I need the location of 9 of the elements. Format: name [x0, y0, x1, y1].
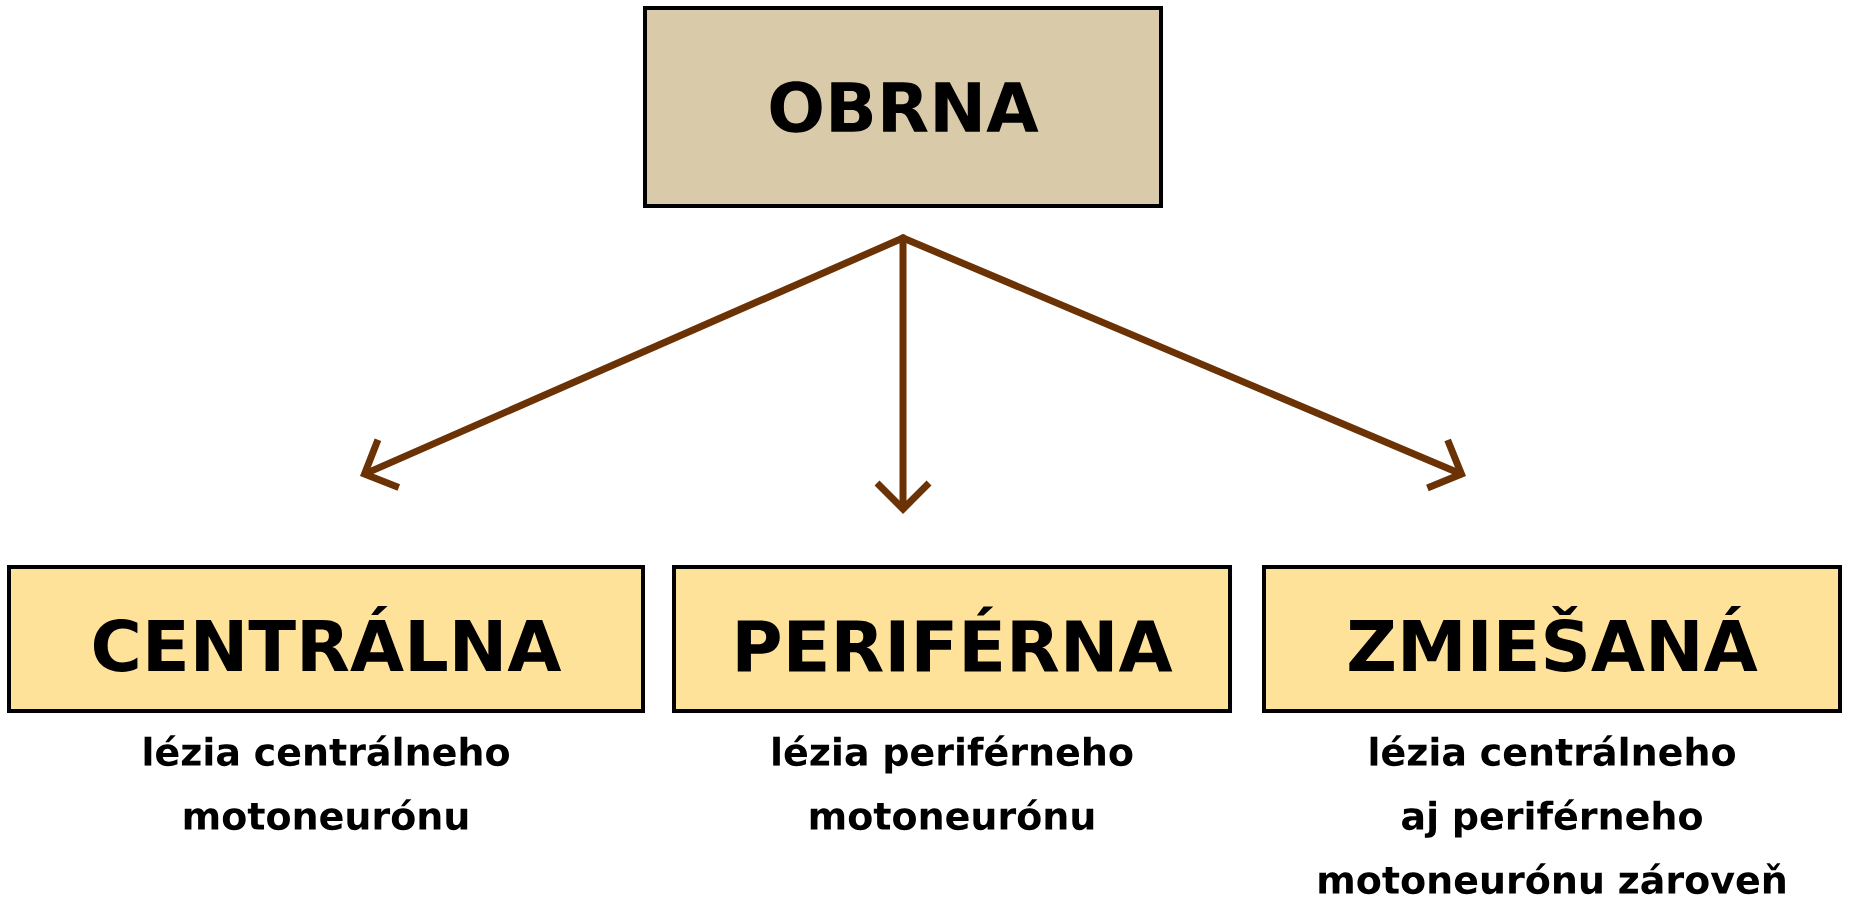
arrow: [899, 234, 1466, 492]
arrow: [874, 234, 932, 514]
category-box: ZMIEŠANÁ: [1262, 565, 1842, 713]
caption-text: lézia centrálneho aj periférneho motoneurónu zároveň: [1319, 735, 1785, 895]
category-box: PERIFÉRNA: [672, 565, 1232, 713]
title-box: OBRNA: [643, 6, 1163, 208]
category-box: CENTRÁLNA: [7, 565, 645, 713]
caption-text: lézia centrálneho motoneurónu: [144, 735, 509, 831]
caption-text: lézia periférneho motoneurónu: [773, 735, 1133, 831]
